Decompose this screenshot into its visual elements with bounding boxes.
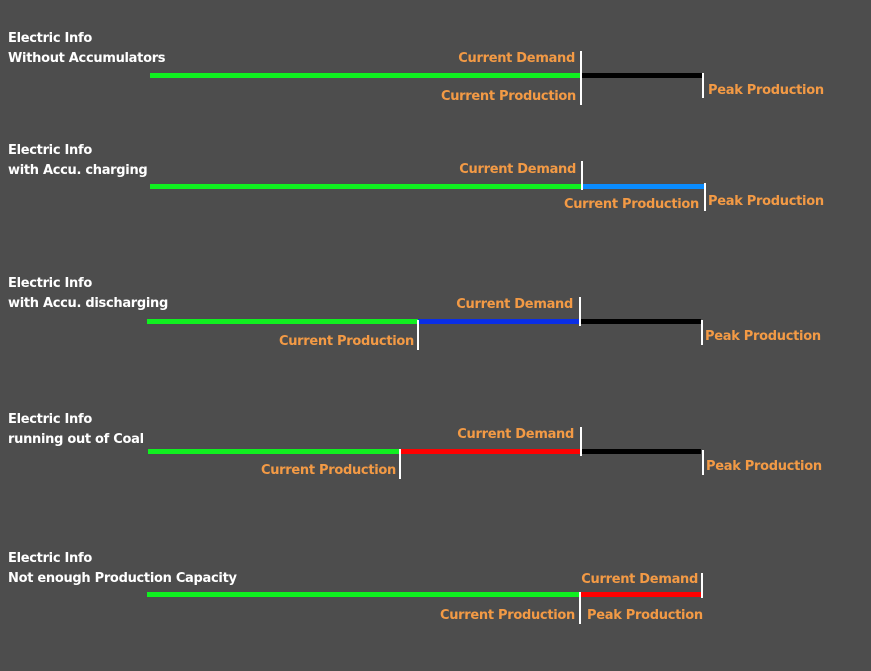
diagram-subtitle: Not enough Production Capacity <box>8 571 237 586</box>
current-production-label: Current Production <box>439 608 575 623</box>
diagram-subtitle: Without Accumulators <box>8 51 166 66</box>
diagram-title: Electric Info <box>8 143 92 158</box>
production-bar <box>147 592 580 597</box>
current-production-label: Current Production <box>563 197 699 212</box>
peak-production-label: Peak Production <box>708 83 824 98</box>
peak-production-marker <box>702 73 704 98</box>
unused-capacity-bar <box>580 319 701 324</box>
production-bar <box>147 319 418 324</box>
current-demand-label: Current Demand <box>459 162 576 177</box>
deficit-bar <box>580 592 701 597</box>
current-demand-label: Current Demand <box>457 427 574 442</box>
diagram-title: Electric Info <box>8 551 92 566</box>
unused-capacity-bar <box>581 449 701 454</box>
demand-marker <box>701 573 703 598</box>
demand-production-marker <box>580 51 582 105</box>
diagram-title: Electric Info <box>8 31 92 46</box>
charging-bar <box>582 184 705 189</box>
peak-production-label: Peak Production <box>705 329 821 344</box>
current-demand-label: Current Demand <box>458 51 575 66</box>
current-demand-label: Current Demand <box>456 297 573 312</box>
current-demand-label: Current Demand <box>581 572 698 587</box>
demand-marker <box>580 427 582 456</box>
peak-production-label: Peak Production <box>587 608 703 623</box>
demand-marker <box>581 161 583 190</box>
peak-production-label: Peak Production <box>706 459 822 474</box>
current-production-label: Current Production <box>440 89 576 104</box>
production-peak-marker <box>704 183 706 211</box>
production-marker <box>399 449 401 479</box>
production-marker <box>417 320 419 350</box>
production-bar <box>148 449 400 454</box>
diagram-title: Electric Info <box>8 412 92 427</box>
current-production-label: Current Production <box>278 334 414 349</box>
unused-capacity-bar <box>581 73 702 78</box>
production-bar <box>150 184 582 189</box>
diagram-title: Electric Info <box>8 276 92 291</box>
demand-marker <box>579 297 581 326</box>
diagram-subtitle: with Accu. discharging <box>8 296 169 311</box>
peak-production-marker <box>701 320 703 345</box>
deficit-bar <box>400 449 581 454</box>
production-bar <box>150 73 581 78</box>
production-peak-marker <box>579 592 581 624</box>
peak-production-label: Peak Production <box>708 194 824 209</box>
discharging-bar <box>418 319 580 324</box>
diagram-subtitle: with Accu. charging <box>8 163 148 178</box>
diagram-subtitle: running out of Coal <box>8 432 144 447</box>
current-production-label: Current Production <box>260 463 396 478</box>
peak-production-marker <box>702 450 704 475</box>
